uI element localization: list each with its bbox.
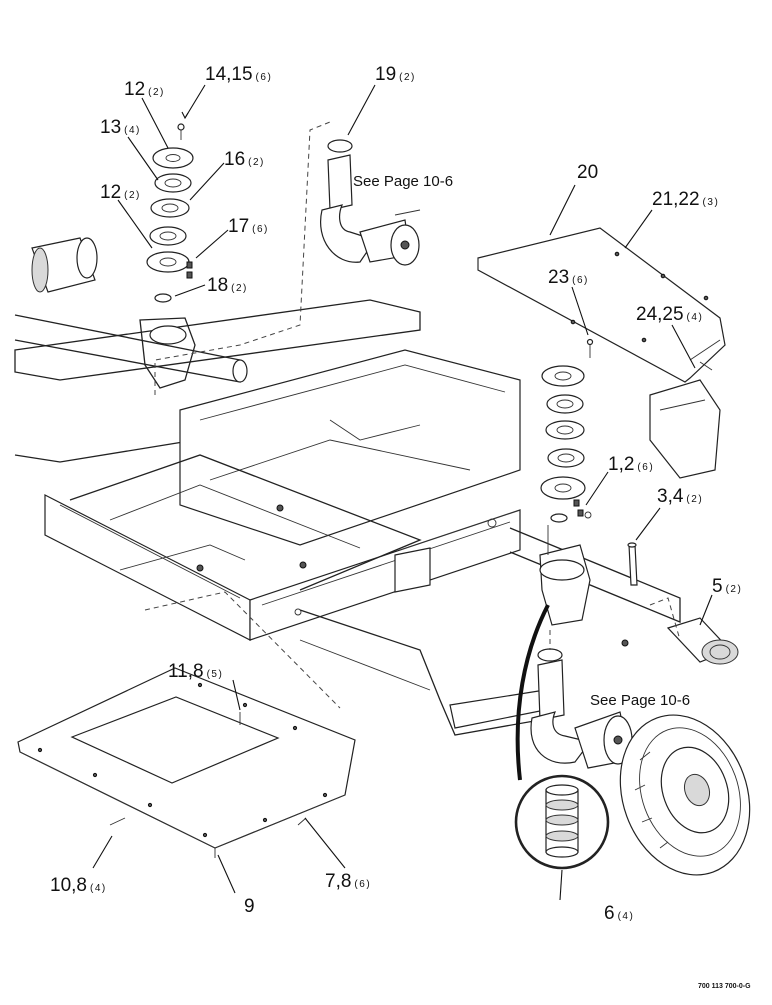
see-page-bottom: See Page 10-6 bbox=[590, 692, 690, 709]
callout-21-22: 21,22(3) bbox=[652, 189, 719, 210]
callout-18: 18(2) bbox=[207, 275, 248, 296]
bottom-shield-plate bbox=[17, 591, 356, 858]
callout-20: 20 bbox=[577, 162, 598, 183]
callout-labels: 14,15(6) 12(2) 13(4) 16(2) 12(2) 17(6) 1… bbox=[50, 64, 751, 990]
lower-spindle bbox=[530, 630, 633, 769]
left-spindle-mount bbox=[31, 237, 196, 389]
callout-12-mid: 12(2) bbox=[100, 182, 141, 203]
callout-1-2: 1,2(6) bbox=[608, 454, 654, 475]
sleeve-5 bbox=[649, 597, 739, 665]
main-frame bbox=[14, 299, 721, 736]
callout-10-8: 10,8(4) bbox=[50, 875, 107, 896]
right-cover-plate bbox=[477, 227, 726, 383]
callout-24-25: 24,25(4) bbox=[636, 304, 703, 325]
callout-17: 17(6) bbox=[228, 216, 269, 237]
callout-3-4: 3,4(2) bbox=[657, 486, 703, 507]
left-bearing-stack bbox=[146, 123, 194, 303]
callout-12-top: 12(2) bbox=[124, 79, 165, 100]
callout-6: 6(4) bbox=[604, 903, 634, 924]
callout-16: 16(2) bbox=[224, 149, 265, 170]
detail-leader-curve bbox=[515, 604, 550, 781]
leader-lines bbox=[92, 84, 713, 901]
detail-bushing-6 bbox=[514, 774, 610, 870]
callout-13: 13(4) bbox=[100, 117, 141, 138]
callout-19: 19(2) bbox=[375, 64, 416, 85]
upper-spindle bbox=[154, 121, 421, 395]
tire bbox=[619, 714, 751, 876]
callout-11-8: 11,8(5) bbox=[168, 661, 223, 682]
pin-3-4 bbox=[627, 542, 638, 586]
callout-9: 9 bbox=[244, 896, 255, 917]
callout-14-15: 14,15(6) bbox=[205, 64, 272, 85]
callout-5: 5(2) bbox=[712, 576, 742, 597]
callout-23: 23(6) bbox=[548, 267, 589, 288]
callout-7-8: 7,8(6) bbox=[325, 871, 371, 892]
drawing-code: 700 113 700-0-G bbox=[698, 983, 751, 990]
see-page-top: See Page 10-6 bbox=[353, 173, 453, 190]
right-bearing-stack bbox=[539, 338, 594, 626]
